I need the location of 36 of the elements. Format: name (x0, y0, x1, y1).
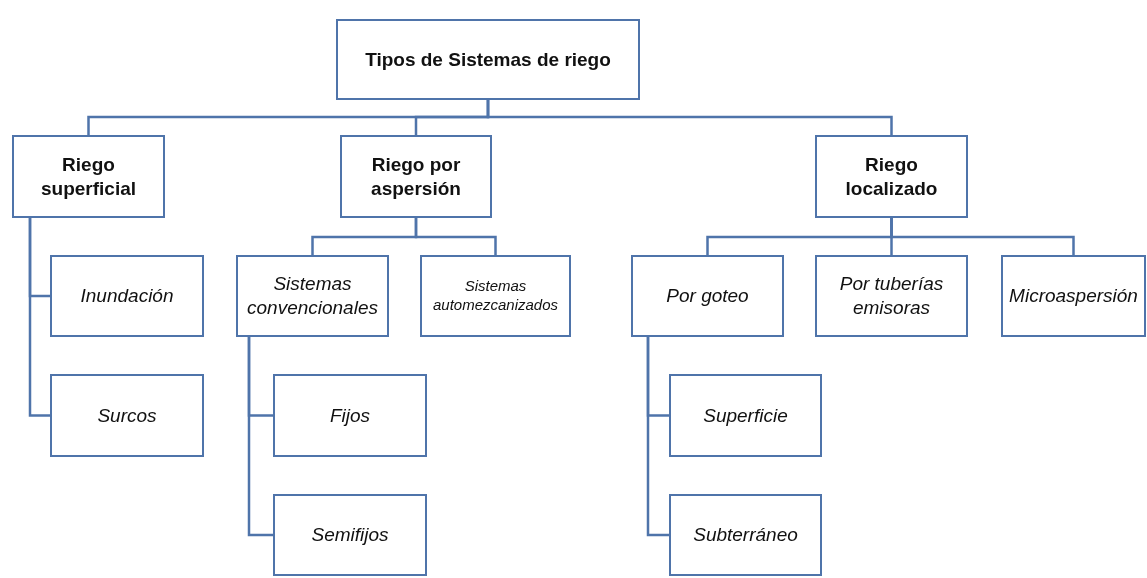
category-box (631, 255, 784, 337)
category-box (669, 494, 822, 576)
category-box (50, 255, 204, 337)
box-label: Riego superficial (39, 152, 137, 201)
category-box (669, 374, 822, 457)
category-box (273, 374, 427, 457)
box-label: Por goteo (666, 284, 749, 308)
box-label: Fijos (329, 403, 371, 428)
box-label: Riego por aspersión (370, 152, 462, 201)
box-label: Inundación (80, 284, 174, 308)
category-box (12, 135, 165, 218)
box-label: Subterráneo (693, 523, 798, 547)
connector-line (414, 218, 497, 255)
category-box (336, 19, 640, 100)
connector-line (28, 218, 50, 417)
category-box (340, 135, 492, 218)
connector-line (486, 100, 893, 135)
category-box (420, 255, 571, 337)
box-label: Riego localizado (844, 152, 939, 201)
box-label: Microaspersión (1009, 284, 1138, 308)
connector-line (247, 337, 273, 537)
category-box (50, 374, 204, 457)
box-label: Tipos de Sistemas de riego (365, 47, 611, 72)
box-label: Sistemas automezcanizados (431, 277, 560, 315)
category-box (815, 255, 968, 337)
category-box (1001, 255, 1146, 337)
category-box (815, 135, 968, 218)
box-label: Surcos (97, 403, 157, 428)
box-label: Por tuberías emisoras (838, 272, 945, 320)
box-label: Semifijos (311, 523, 389, 547)
box-label: Sistemas convencionales (246, 272, 379, 320)
connector-line (646, 337, 669, 537)
box-label: Superficie (703, 403, 788, 428)
category-box (236, 255, 389, 337)
connector-line (890, 218, 1075, 255)
category-box (273, 494, 427, 576)
